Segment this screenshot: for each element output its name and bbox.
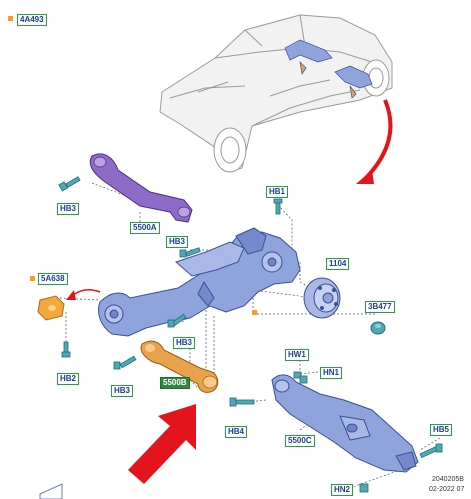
bolt-hb2 — [61, 341, 71, 358]
bolt-hb3-bottom — [113, 355, 137, 370]
marker-square — [252, 310, 257, 315]
callout-arrow — [356, 99, 393, 184]
label-hb3: HB3 — [173, 337, 196, 349]
label-hn1: HN1 — [320, 367, 343, 379]
bolt-hw1 — [293, 371, 302, 379]
nut-hn2 — [359, 483, 369, 493]
mount-arrow — [66, 289, 101, 300]
label-hb2: HB2 — [57, 373, 80, 385]
bolt-hb3-top — [58, 176, 81, 192]
label-hb4: HB4 — [225, 426, 248, 438]
wheel-hub-1104 — [303, 277, 341, 319]
direction-arrow — [39, 483, 63, 499]
lower-arm-5500c — [271, 374, 419, 473]
label-hb3: HB3 — [111, 385, 134, 397]
label-hb5: HB5 — [430, 424, 453, 436]
label-5500b: 5500B — [160, 377, 190, 389]
bolts — [58, 176, 443, 493]
mount-5a638 — [37, 295, 65, 321]
label-5500c: 5500C — [285, 435, 315, 447]
ref-code-label: 4A493 — [17, 14, 47, 26]
bolt-hb4 — [229, 397, 255, 407]
bolt-hb1 — [273, 198, 283, 215]
vehicle-outline — [159, 14, 393, 173]
bolt-hb3-lower — [167, 313, 187, 328]
bolt-hb3-mid — [179, 247, 201, 258]
nut-hn1 — [299, 375, 308, 384]
vehicle-suspension-highlight — [284, 39, 373, 99]
label-3b477: 3B477 — [365, 301, 395, 313]
bolt-hb5 — [419, 443, 443, 459]
label-5a638: 5A638 — [38, 273, 68, 285]
marker-square — [8, 16, 13, 21]
diagram-date: 02-2022 07 — [429, 486, 465, 493]
upper-arm-5500a — [89, 153, 193, 223]
diagram-code: 2040205B — [432, 476, 464, 483]
label-hn2: HN2 — [331, 484, 354, 496]
marker-square — [30, 276, 35, 281]
dust-cap-3b477 — [370, 321, 386, 335]
label-1104: 1104 — [326, 258, 350, 270]
lower-link-5500b — [140, 340, 219, 393]
label-hw1: HW1 — [285, 349, 309, 361]
rear-knuckle-assembly — [98, 227, 301, 337]
label-hb3: HB3 — [57, 203, 80, 215]
label-5500a: 5500A — [130, 222, 160, 234]
highlight-arrow — [128, 404, 196, 484]
label-hb3: HB3 — [166, 236, 189, 248]
label-hb1: HB1 — [266, 186, 289, 198]
